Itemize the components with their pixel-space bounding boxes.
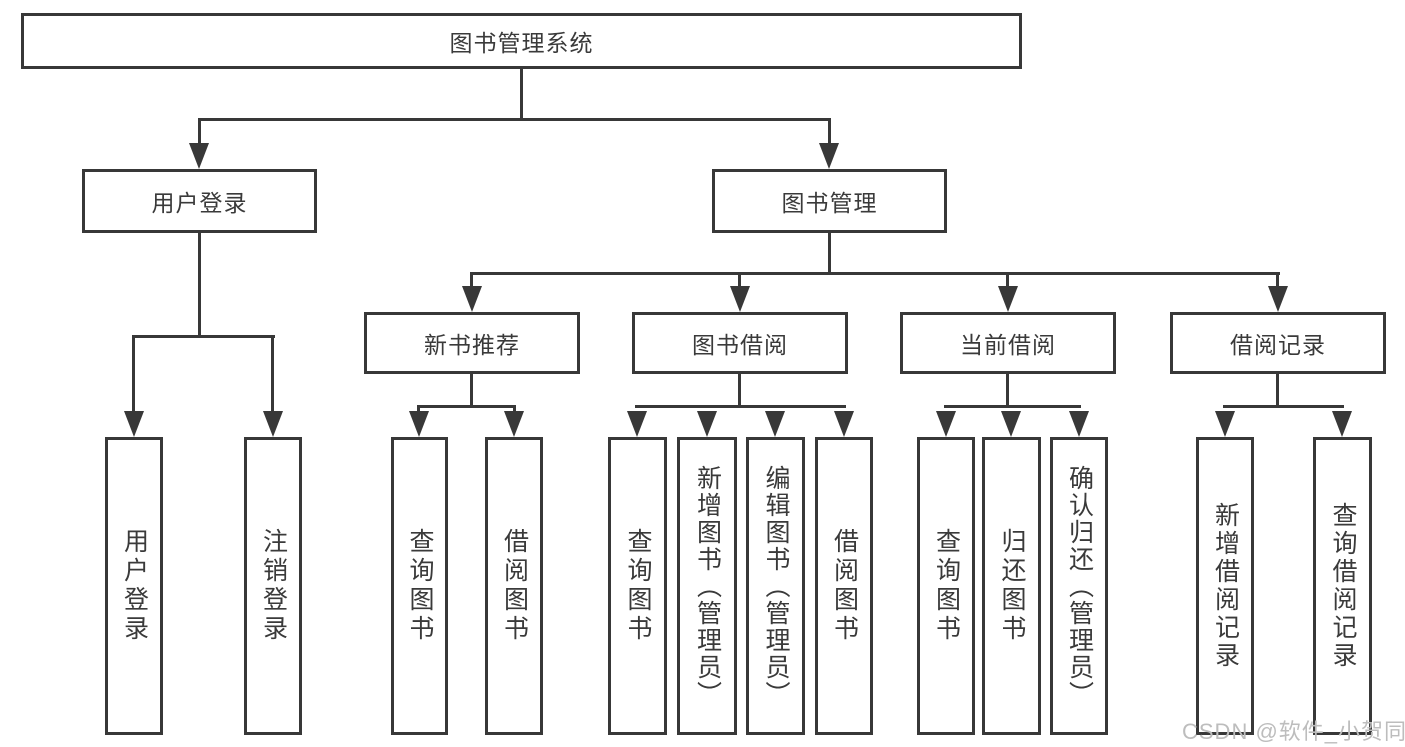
leaf-current-confirm-return-admin: 确认归还（管理员）: [1050, 437, 1108, 735]
arrow-down-icon: [462, 286, 482, 312]
node-root: 图书管理系统: [21, 13, 1022, 69]
connector-login-stem: [198, 233, 201, 337]
leaf-records-add-record: 新增借阅记录: [1196, 437, 1254, 735]
leaf-newbooks-query-books: 查询图书: [391, 437, 448, 735]
leaf-newbooks-borrow-books: 借阅图书: [485, 437, 543, 735]
arrow-down-icon: [627, 411, 647, 437]
node-borrowing-records: 借阅记录: [1170, 312, 1386, 374]
arrow-down-icon: [936, 411, 956, 437]
connector-arrowline-leaf-login: [132, 335, 135, 413]
arrow-down-icon: [1001, 411, 1021, 437]
leaf-borrow-add-books-admin: 新增图书（管理员）: [677, 437, 737, 735]
leaf-current-query-books: 查询图书: [917, 437, 975, 735]
connector-arrowline-current: [1006, 272, 1009, 288]
connector-newbooks-bar: [417, 405, 516, 408]
leaf-user-login: 用户登录: [105, 437, 163, 735]
arrow-down-icon: [834, 411, 854, 437]
leaf-borrow-edit-books-admin: 编辑图书（管理员）: [746, 437, 805, 735]
connector-arrowline: [417, 405, 420, 413]
connector-arrowline-book-management: [828, 118, 831, 145]
connector-arrowline-borrowing: [738, 272, 741, 288]
arrow-down-icon: [697, 411, 717, 437]
connector-records-stem: [1276, 374, 1279, 407]
arrow-down-icon: [124, 411, 144, 437]
connector-current-bar: [944, 405, 1081, 408]
leaf-logout: 注销登录: [244, 437, 302, 735]
arrow-down-icon: [504, 411, 524, 437]
arrow-down-icon: [765, 411, 785, 437]
arrow-down-icon: [1215, 411, 1235, 437]
connector-login-bar: [132, 335, 275, 338]
csdn-watermark: CSDN @软件_小贺同学: [1182, 719, 1405, 744]
connector-borrowing-stem: [738, 374, 741, 407]
connector-records-bar: [1223, 405, 1344, 408]
arrow-down-icon: [1332, 411, 1352, 437]
node-book-management: 图书管理: [712, 169, 947, 233]
connector-arrowline-leaf-logout: [271, 335, 274, 413]
arrow-down-icon: [819, 143, 839, 169]
connector-arrowline-user-login: [198, 118, 201, 145]
node-new-book-recommendation: 新书推荐: [364, 312, 580, 374]
connector-level3-bus: [470, 272, 1280, 275]
arrow-down-icon: [1268, 286, 1288, 312]
connector-management-stem: [828, 233, 831, 274]
arrow-down-icon: [409, 411, 429, 437]
connector-level2-bus: [198, 118, 831, 121]
connector-current-stem: [1006, 374, 1009, 407]
arrow-down-icon: [189, 143, 209, 169]
arrow-down-icon: [1069, 411, 1089, 437]
node-user-login: 用户登录: [82, 169, 317, 233]
leaf-current-return-books: 归还图书: [982, 437, 1041, 735]
connector-arrowline-records: [1276, 272, 1279, 288]
arrow-down-icon: [730, 286, 750, 312]
connector-root-stem: [520, 69, 523, 121]
leaf-records-query-record: 查询借阅记录: [1313, 437, 1372, 735]
arrow-down-icon: [263, 411, 283, 437]
leaf-borrow-borrow-books: 借阅图书: [815, 437, 873, 735]
connector-borrowing-bar: [635, 405, 846, 408]
node-book-borrowing: 图书借阅: [632, 312, 848, 374]
arrow-down-icon: [998, 286, 1018, 312]
connector-arrowline: [513, 405, 516, 413]
leaf-borrow-query-books: 查询图书: [608, 437, 667, 735]
node-current-borrowing: 当前借阅: [900, 312, 1116, 374]
connector-newbooks-stem: [470, 374, 473, 407]
connector-arrowline-new-books: [470, 272, 473, 288]
